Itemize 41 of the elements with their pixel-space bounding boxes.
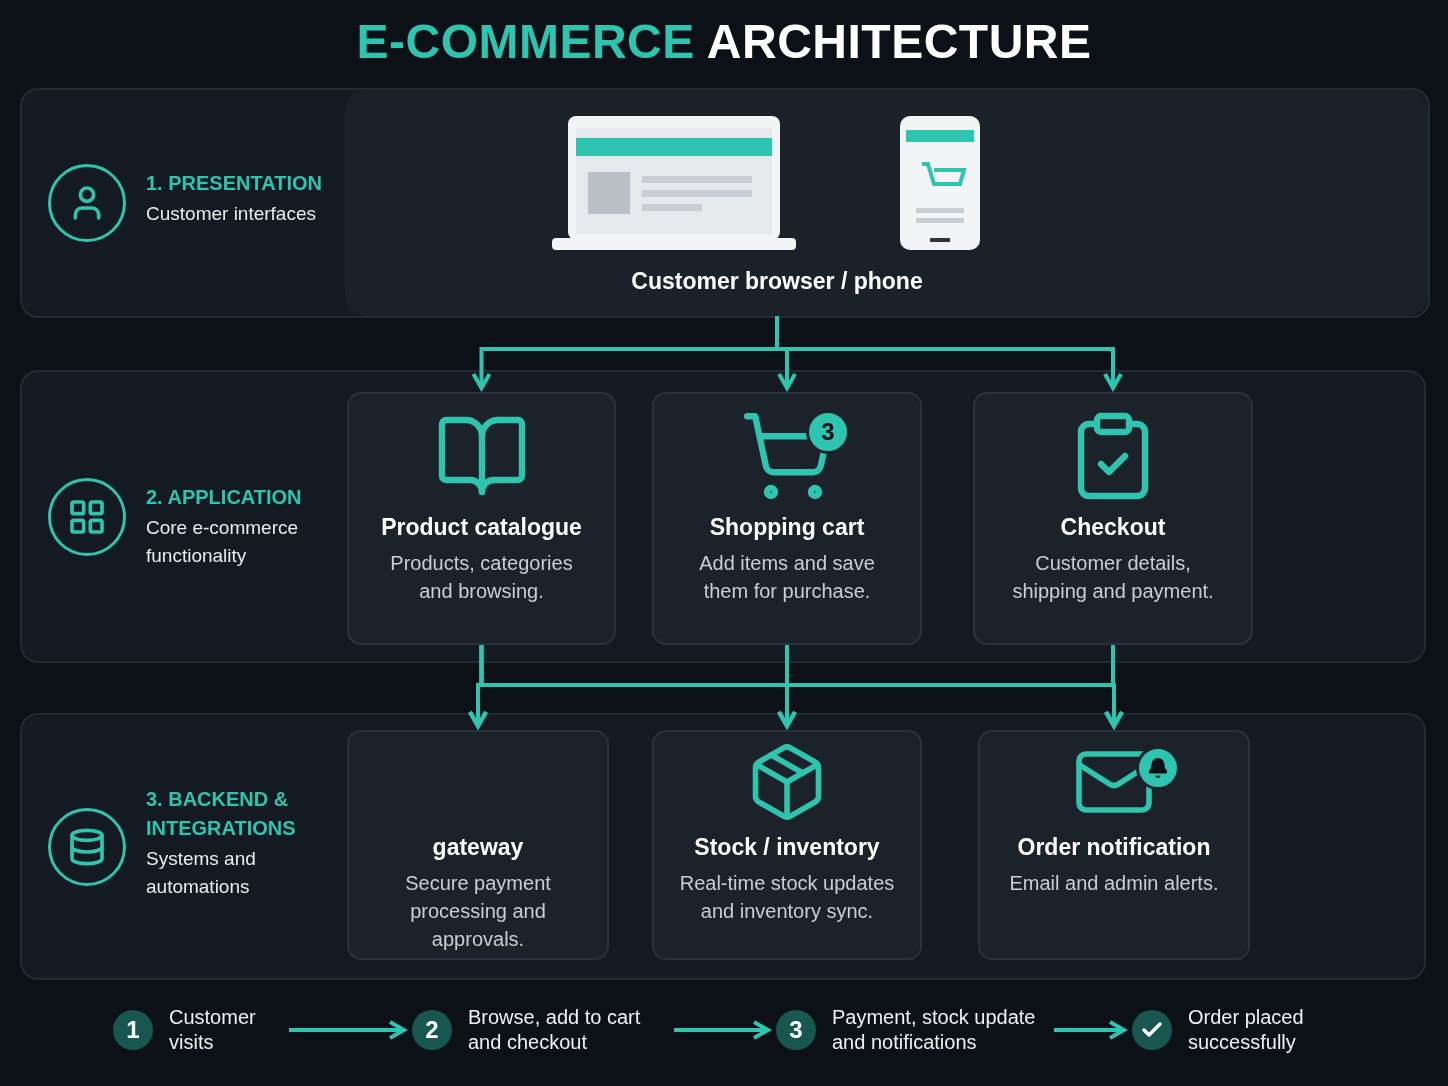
layer-title: 2. APPLICATION: [146, 484, 303, 510]
layer-band: [20, 370, 1426, 663]
layer-description: Customer interfaces: [146, 202, 317, 226]
device-panel: [345, 90, 1428, 316]
layer-band: [20, 88, 1430, 318]
diagram-title: E-COMMERCE ARCHITECTURE: [356, 14, 1092, 69]
layer-title: 3. BACKEND & INTEGRATIONS: [146, 786, 297, 841]
step-number: 1: [113, 1010, 153, 1050]
step-text: Browse, add to cart and checkout: [468, 1005, 642, 1055]
card-description: Secure payment processing and approvals.: [404, 871, 552, 952]
card-description: Customer details, shipping and payment.: [1011, 551, 1215, 604]
service-card: [347, 730, 609, 960]
panel-label: Customer browser / phone: [631, 268, 923, 295]
arrow: [289, 1020, 406, 1040]
arrow: [1054, 1020, 1126, 1040]
card-title: Order notification: [1017, 834, 1211, 861]
count-badge: 3: [806, 410, 850, 454]
layer-title: 1. PRESENTATION: [146, 171, 323, 196]
service-card: [652, 730, 922, 960]
step-text: Customer visits: [169, 1005, 257, 1055]
card-description: Email and admin alerts.: [1008, 871, 1220, 896]
card-title: gateway: [432, 834, 524, 861]
card-description: Add items and save them for purchase.: [698, 551, 876, 604]
layer-band: [20, 713, 1426, 980]
layer-description: Systems and automations: [146, 846, 257, 899]
card-title: Shopping cart: [709, 514, 865, 541]
card-description: Products, categories and browsing.: [389, 551, 574, 604]
card-title: Stock / inventory: [694, 834, 880, 861]
service-card: [973, 392, 1253, 645]
card-title: Checkout: [1060, 514, 1166, 541]
arrow: [674, 1020, 770, 1040]
step-text: Order placed successfully: [1188, 1005, 1305, 1055]
step-number: 3: [776, 1010, 816, 1050]
service-card: [978, 730, 1250, 960]
service-card: [652, 392, 922, 645]
layer-description: Core e-commerce functionality: [146, 515, 300, 568]
service-card: [347, 392, 616, 645]
step-number: 2: [412, 1010, 452, 1050]
step-text: Payment, stock update and notifications: [832, 1005, 1037, 1055]
card-description: Real-time stock updates and inventory sync.: [678, 871, 896, 924]
card-title: Product catalogue: [381, 514, 582, 541]
